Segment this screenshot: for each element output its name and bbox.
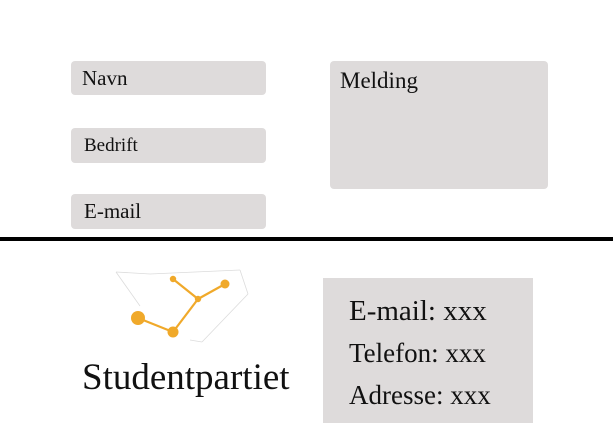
molecule-network-icon [115,269,249,343]
company-field[interactable] [71,128,266,163]
message-field[interactable] [330,61,548,189]
name-field[interactable] [71,61,266,95]
contact-address: Adresse: xxx [349,380,491,410]
email-field[interactable] [71,194,266,229]
contact-email: E-mail: xxx [349,295,487,327]
section-divider [0,237,613,241]
contact-info-box: E-mail: xxx Telefon: xxx Adresse: xxx [323,278,533,423]
brand-name: Studentpartiet [82,357,290,398]
contact-phone: Telefon: xxx [349,338,486,368]
